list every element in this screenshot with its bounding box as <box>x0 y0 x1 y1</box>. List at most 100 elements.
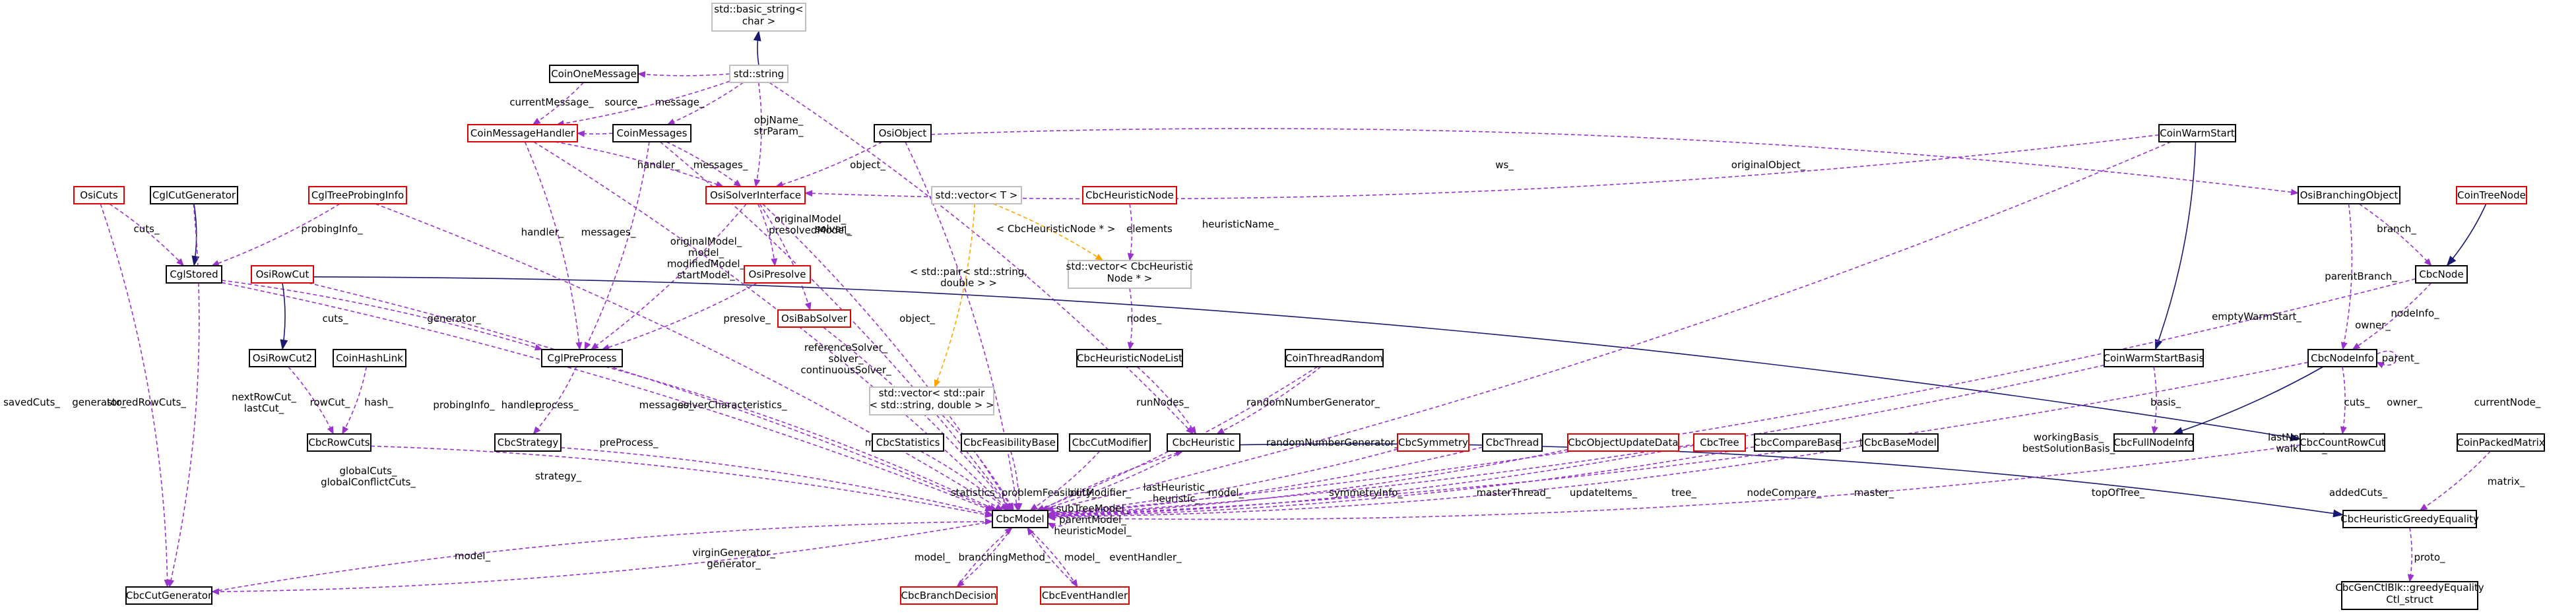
edge-label-text: owner_ <box>2355 319 2391 332</box>
node-std-basic-string[interactable]: std::basic_string<char > <box>711 3 806 32</box>
node-cointreenode[interactable]: CoinTreeNode <box>2456 186 2527 204</box>
edge-label-owner-right: owner_ <box>2387 396 2422 409</box>
node-cbccomparebase[interactable]: CbcCompareBase <box>1754 433 1842 452</box>
edge-std_string-to-coinonemessage <box>637 71 730 78</box>
edge-label-probinginfo-low: probingInfo_ <box>433 399 495 412</box>
edge-std_string-to-std_basic_string <box>753 30 761 66</box>
node-box <box>125 586 212 605</box>
node-box <box>2307 349 2377 367</box>
node-coinmessagehandler[interactable]: CoinMessageHandler <box>467 124 578 142</box>
node-std-vector-t[interactable]: std::vector< T > <box>931 186 1022 204</box>
node-cbcbranchdecision[interactable]: CbcBranchDecision <box>900 586 998 605</box>
node-label: CbcCountRowCut <box>2300 437 2385 448</box>
node-label: OsiRowCut <box>256 268 309 280</box>
node-cbccountrowcut[interactable]: CbcCountRowCut <box>2300 433 2385 452</box>
edge-std_vector_heur-to-cbcheuristicnodelist <box>1127 288 1134 350</box>
edge-label-proto: proto_ <box>2414 551 2445 564</box>
node-label: Node * > <box>1107 272 1153 284</box>
node-coinonemessage[interactable]: CoinOneMessage <box>549 65 639 83</box>
node-box <box>2415 265 2468 284</box>
node-osibranchingobject[interactable]: OsiBranchingObject <box>2298 186 2400 204</box>
edge-label-text: generator_ <box>707 558 761 570</box>
edge-label-solvercharacteristics: solverCharacteristics_ <box>678 399 787 412</box>
node-label: OsiBranchingObject <box>2300 189 2399 201</box>
node-std-vector-pair[interactable]: std::vector< std::pair< std::string, dou… <box>869 386 994 415</box>
edge-label-text: probingInfo_ <box>433 399 495 412</box>
edge-label-text: virginGenerator_ <box>692 547 775 559</box>
node-osirowcut[interactable]: OsiRowCut <box>251 265 314 284</box>
edge-label-handler-top: handler_ <box>637 159 680 171</box>
node-osibabsolver[interactable]: OsiBabSolver <box>777 309 851 328</box>
node-cbcfeasibilitybase[interactable]: CbcFeasibilityBase <box>961 433 1058 452</box>
node-cbcnodeinfo[interactable]: CbcNodeInfo <box>2307 349 2377 367</box>
edge-label-cuts-mid: cuts_ <box>323 313 348 325</box>
edge-coinmessages-to-coinmessagehandler <box>577 130 614 137</box>
node-coinmessages[interactable]: CoinMessages <box>612 124 692 142</box>
node-box <box>872 433 944 452</box>
node-std-string[interactable]: std::string <box>729 65 789 83</box>
edge-label-text: topOfTree_ <box>2092 487 2145 499</box>
node-cointhreadrandom[interactable]: CoinThreadRandom <box>1285 349 1384 367</box>
node-coinpackedmatrix[interactable]: CoinPackedMatrix <box>2457 433 2545 452</box>
node-cbcobjectupdatedata[interactable]: CbcObjectUpdateData <box>1567 433 1679 452</box>
node-cbcheuristic[interactable]: CbcHeuristic <box>1167 433 1240 452</box>
edge-label-text: probingInfo_ <box>301 223 363 235</box>
node-label: OsiPresolve <box>749 268 806 280</box>
node-cbcfullnodeinfo[interactable]: CbcFullNodeInfo <box>2113 433 2194 452</box>
edge-label-text: process_ <box>535 399 579 412</box>
edge-label-nodes: nodes_ <box>1127 313 1162 325</box>
node-cglpreprocess[interactable]: CglPreProcess <box>541 349 623 367</box>
node-std-vector-heur[interactable]: std::vector< CbcHeuristicNode * > <box>1066 260 1194 289</box>
node-osiobject[interactable]: OsiObject <box>874 124 932 142</box>
node-cbcstatistics[interactable]: CbcStatistics <box>872 433 944 452</box>
edge-label-text: bestSolutionBasis_ <box>2022 443 2115 455</box>
node-cbcnode[interactable]: CbcNode <box>2415 265 2468 284</box>
edge-label-heuristicname: heuristicName_ <box>1202 218 1279 231</box>
edge-label-message: message_ <box>655 96 705 109</box>
node-cbcheuristicnodelist[interactable]: CbcHeuristicNodeList <box>1076 349 1183 367</box>
node-osirowcut2[interactable]: OsiRowCut2 <box>249 349 316 367</box>
node-cbcsymmetry[interactable]: CbcSymmetry <box>1397 433 1469 452</box>
node-osipresolve[interactable]: OsiPresolve <box>744 265 811 284</box>
node-label: CbcStatistics <box>876 437 940 448</box>
node-cbcbasemodel[interactable]: CbcBaseModel <box>1862 433 1939 452</box>
edge-label-nodecompare: nodeCompare_ <box>1747 487 1822 499</box>
node-coinwarmstartbasis[interactable]: CoinWarmStartBasis <box>2104 349 2205 367</box>
edge-osiobject-to-cbcmodel <box>905 141 1020 511</box>
node-cgltreeprobinginfo[interactable]: CglTreeProbingInfo <box>308 186 407 204</box>
edge-cbcmodel-to-cbccutgenerator <box>211 520 993 596</box>
node-cbccutmodifier[interactable]: CbcCutModifier <box>1069 433 1151 452</box>
node-cbctree[interactable]: CbcTree <box>1693 433 1746 452</box>
node-cbceventhandler[interactable]: CbcEventHandler <box>1040 586 1130 605</box>
node-coinwarmstart[interactable]: CoinWarmStart <box>2158 124 2236 142</box>
node-box <box>249 349 316 367</box>
node-cbcheuristicgreedyequality[interactable]: CbcHeuristicGreedyEquality <box>2340 510 2479 528</box>
edge-label-text: strParam_ <box>754 125 804 138</box>
node-osicuts[interactable]: OsiCuts <box>73 186 125 204</box>
node-cbcheuristicnode[interactable]: CbcHeuristicNode <box>1082 186 1177 204</box>
node-cbcrowcuts[interactable]: CbcRowCuts <box>307 433 371 452</box>
edge-label-text: nodeInfo_ <box>2391 307 2439 320</box>
node-cbcstrategy[interactable]: CbcStrategy <box>494 433 562 452</box>
edge-label-text: basis_ <box>2150 396 2181 409</box>
node-label: CbcBranchDecision <box>901 590 996 601</box>
node-coinhashlink[interactable]: CoinHashLink <box>333 349 406 367</box>
node-box <box>869 386 994 415</box>
node-cbccutgenerator[interactable]: CbcCutGenerator <box>125 586 212 605</box>
node-cbcmodel[interactable]: CbcModel <box>992 510 1048 528</box>
edge-cointreenode-to-cbcnode <box>2446 203 2487 266</box>
node-label: std::vector< std::pair <box>879 387 985 399</box>
edge-label-object-top: object_ <box>850 159 886 171</box>
node-cglstored[interactable]: CglStored <box>166 265 222 284</box>
node-osisolverinterface[interactable]: OsiSolverInterface <box>705 186 806 204</box>
edge-std_string-to-osisolverinterface <box>754 82 762 187</box>
node-box <box>2300 433 2385 452</box>
node-label: CbcSymmetry <box>1398 437 1468 448</box>
edge-osiobject-to-osisolverinterface <box>775 141 883 188</box>
edge-std_string-to-coinmessages <box>666 82 744 125</box>
edge-osisolverinterface-to-cglpreprocess <box>591 203 747 350</box>
edge-label-text: solverCharacteristics_ <box>678 399 787 412</box>
node-cbcthread[interactable]: CbcThread <box>1482 433 1543 452</box>
node-cglcutgenerator[interactable]: CglCutGenerator <box>150 186 238 204</box>
